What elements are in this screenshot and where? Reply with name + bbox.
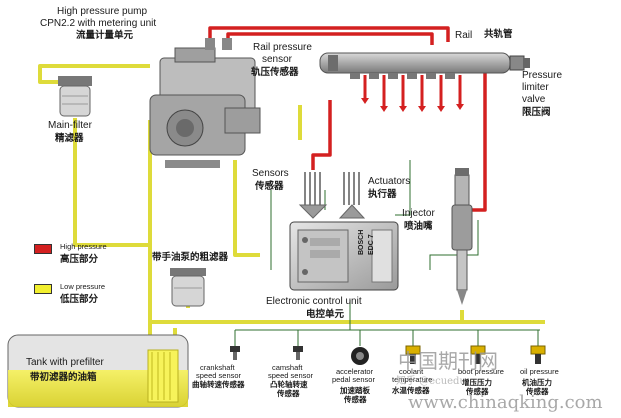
accelerator-en-1: accelerator	[336, 367, 374, 376]
legend-high-en: High pressure	[60, 242, 107, 251]
coolant-cn: 水温传感器	[392, 386, 430, 395]
limiter-en-2: limiter	[522, 82, 549, 93]
sensor-wires	[304, 172, 360, 205]
ecu-label-cn: 电控单元	[306, 309, 345, 320]
crankshaft-en-2: speed sensor	[196, 371, 242, 380]
crankshaft-cn: 曲轴转速传感器	[192, 380, 245, 389]
watermark-cn: 中国期刊网	[398, 349, 498, 373]
rail-sensor-en-2: sensor	[262, 54, 293, 65]
boost-cn-2: 传感器	[466, 387, 489, 396]
watermark-faint: 知乎 @ecuedu	[396, 376, 466, 387]
actuators-label-en: Actuators	[368, 176, 411, 187]
watermark-url: www.chinaqking.com	[408, 392, 603, 413]
rail-outlet-arrowheads	[361, 98, 464, 112]
accelerator-cn-1: 加速踏板	[340, 386, 370, 395]
pump-title-en-1: High pressure pump	[57, 6, 148, 17]
boost-en-1: boot pressure	[458, 367, 504, 376]
ecu-unit	[289, 221, 399, 291]
common-rail	[319, 52, 530, 79]
legend-high-swatch	[34, 244, 52, 254]
legend-high-cn: 高压部分	[60, 254, 99, 265]
coolant-en-1: coolant	[399, 367, 424, 376]
main-filter	[58, 76, 92, 117]
limiter-cn: 限压阀	[522, 107, 551, 118]
injector-label-en: Injector	[402, 208, 435, 219]
accelerator-en-2: pedal sensor	[332, 375, 375, 384]
limiter-en-3: valve	[522, 94, 546, 105]
oil-pressure-en-1: oil pressure	[520, 367, 559, 376]
injector	[451, 168, 473, 305]
limiter-en-1: Pressure	[522, 70, 563, 81]
coolant-en-2: temperature	[392, 375, 433, 384]
pump-title-cn: 流量计量单元	[76, 30, 134, 41]
high-pressure-lines	[208, 26, 487, 212]
ecu-model: EDC 7	[368, 234, 375, 255]
sensors-label-cn: 传感器	[255, 181, 284, 192]
tank-label-en: Tank with prefilter	[26, 357, 104, 368]
rail-label-en: Rail	[455, 30, 473, 41]
camshaft-en-2: speed sensor	[268, 371, 314, 380]
rail-sensor-cn: 轨压传感器	[251, 67, 299, 78]
oil-pressure-cn-2: 传感器	[526, 387, 549, 396]
actuators-label-cn: 执行器	[368, 189, 397, 200]
injector-label-cn: 喷油嘴	[404, 221, 433, 232]
main-filter-cn: 精滤器	[55, 133, 84, 144]
ecu-label-en: Electronic control unit	[266, 296, 362, 307]
signal-wires	[234, 160, 540, 346]
high-pressure-pump	[149, 38, 261, 168]
boost-cn-1: 增压压力	[462, 378, 492, 387]
legend-low-en: Low pressure	[60, 282, 106, 291]
accelerator-cn-2: 传感器	[344, 395, 367, 404]
camshaft-en-1: camshaft	[272, 363, 303, 372]
bottom-sensor-icons	[230, 345, 546, 365]
sensors-label-en: Sensors	[252, 168, 289, 179]
main-filter-en: Main-filter	[48, 120, 92, 131]
tank-label-cn: 带初滤器的油箱	[30, 372, 97, 383]
fuel-tank	[7, 334, 189, 408]
rail-label-cn: 共轨管	[484, 29, 513, 40]
camshaft-cn-2: 传感器	[277, 389, 300, 398]
oil-pressure-cn-1: 机油压力	[522, 378, 552, 387]
sensors-arrow	[298, 204, 328, 219]
coarse-filter	[170, 268, 206, 307]
hand-pump-filter-cn: 带手油泵的粗滤器	[152, 252, 229, 263]
legend-low-cn: 低压部分	[60, 294, 99, 305]
actuators-arrow	[338, 204, 366, 219]
legend-low-swatch	[34, 284, 52, 294]
pump-title-en-2: CPN2.2 with metering unit	[40, 18, 157, 29]
rail-outlets	[363, 75, 462, 108]
camshaft-cn-1: 凸轮轴转速	[270, 380, 308, 389]
crankshaft-en-1: crankshaft	[200, 363, 235, 372]
rail-sensor-en-1: Rail pressure	[253, 42, 312, 53]
